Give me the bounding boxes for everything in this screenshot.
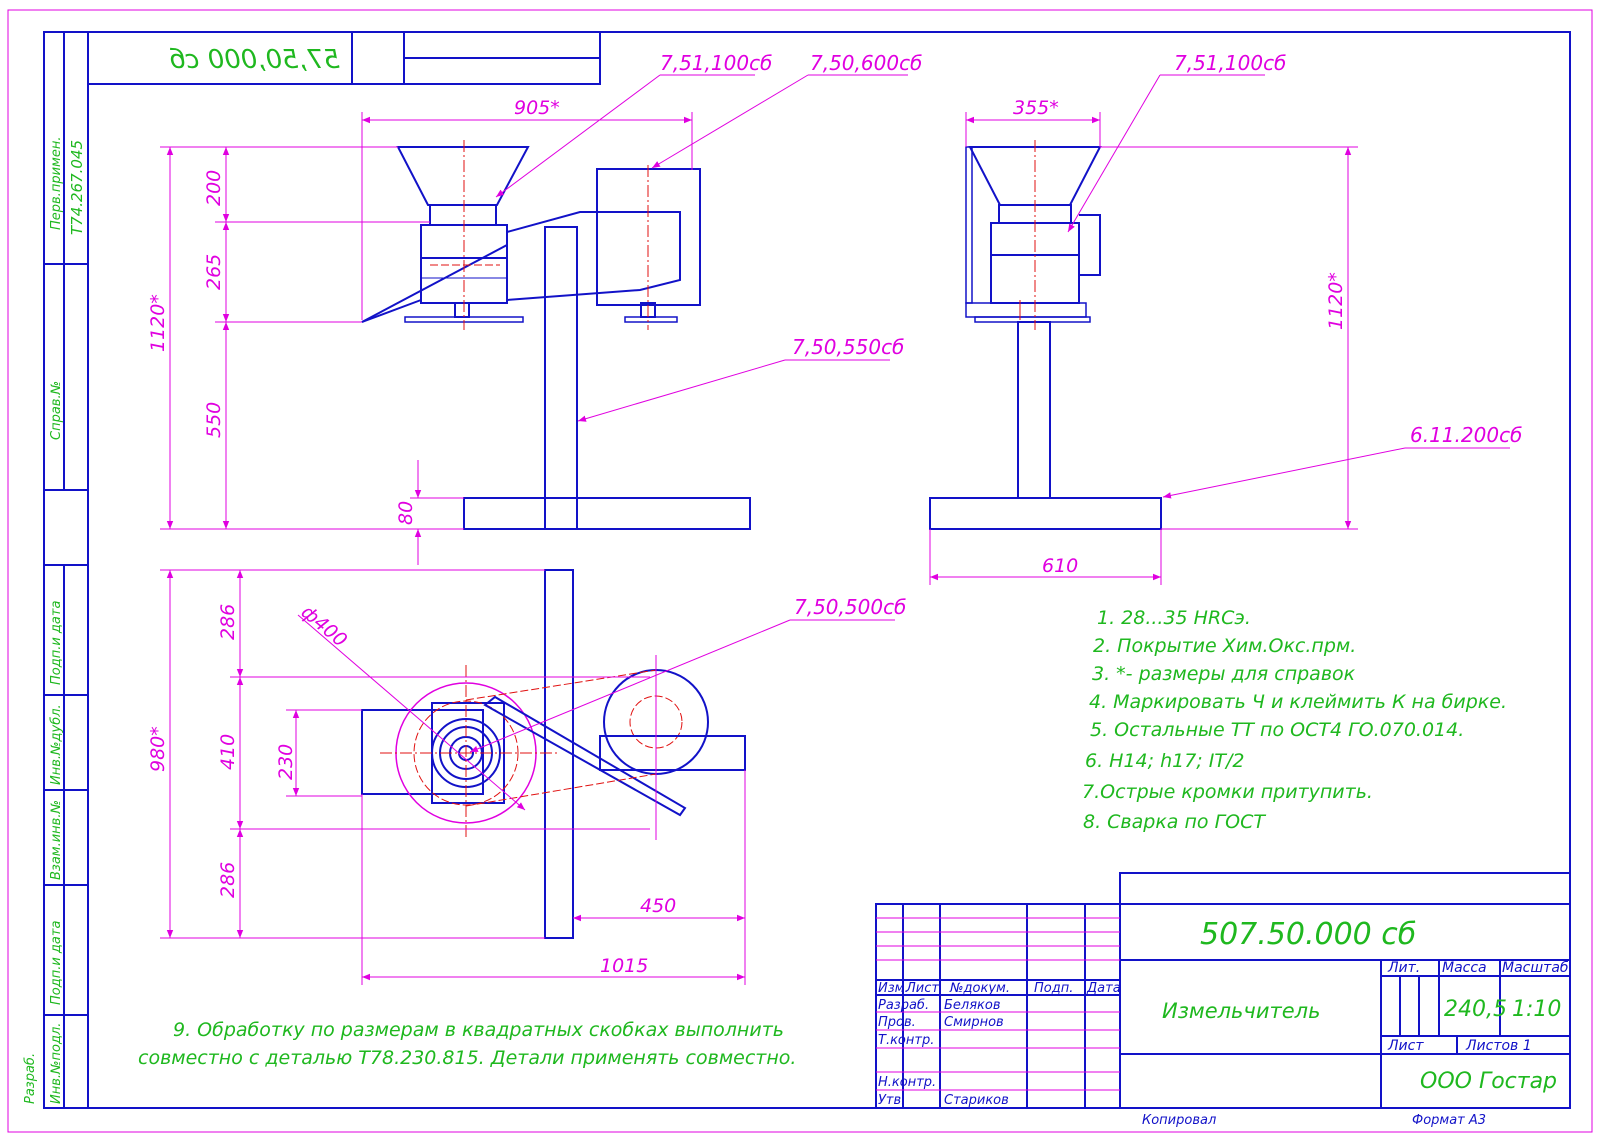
top-stamp: 57,50,000 сб <box>87 31 601 85</box>
tb-sheets-label: Листов 1 <box>1465 1038 1532 1054</box>
dim-286-bottom: 286 <box>217 862 239 898</box>
tb-role-tkontr: Т.контр. <box>878 1033 934 1048</box>
plan-view <box>361 569 746 939</box>
tb-name-utv: Стариков <box>944 1093 1009 1108</box>
note-9-line-2: совместно с деталью Т78.230.815. Детали … <box>138 1047 796 1069</box>
footer-copied: Копировал <box>1142 1113 1216 1128</box>
dim-905: 905* <box>514 97 560 119</box>
callout-7-51-100-side: 7,51,100сб <box>1174 51 1286 75</box>
callouts: 7,51,100сб 7,50,600сб 7,51,100сб 7,50,55… <box>469 51 1522 753</box>
tb-role-prov: Пров. <box>878 1015 916 1030</box>
stamp-podp-data-1: Подп.и дата <box>49 601 64 685</box>
callout-7-51-100-front: 7,51,100сб <box>660 51 772 75</box>
dim-1120-front: 1120* <box>147 294 169 352</box>
side-dimensions: 355* 1120* 610 <box>929 97 1358 585</box>
technical-notes: 1. 28...35 HRCэ. 2. Покрытие Хим.Окс.прм… <box>138 607 1507 1069</box>
title-block: Изм. Лист №докум. Подп. Дата Разраб. Про… <box>875 872 1571 1109</box>
tb-col-dokum: №докум. <box>949 981 1010 996</box>
note-1: 1. 28...35 HRCэ. <box>1097 607 1251 629</box>
dim-450: 450 <box>640 895 676 917</box>
dim-355: 355* <box>1013 97 1059 119</box>
callout-7-50-550: 7,50,550сб <box>792 335 904 359</box>
tb-name-prov: Смирнов <box>944 1015 1004 1030</box>
callout-6-11-200: 6.11.200сб <box>1410 423 1522 447</box>
dim-1120-side: 1120* <box>1325 272 1347 330</box>
note-8: 8. Сварка по ГОСТ <box>1083 811 1266 833</box>
dim-286-top: 286 <box>217 604 239 640</box>
dim-80: 80 <box>395 501 417 525</box>
mirrored-designation: 57,50,000 сб <box>169 45 340 75</box>
tb-scale-label: Масштаб <box>1502 960 1569 976</box>
tb-role-utv: Утв. <box>878 1093 905 1108</box>
note-7: 7.Острые кромки притупить. <box>1082 781 1373 803</box>
front-dimensions: 905* 1120* 200 265 550 80 <box>147 97 693 565</box>
drawing-frame <box>43 31 1571 1109</box>
dim-1015: 1015 <box>600 955 648 977</box>
callout-7-50-600: 7,50,600сб <box>810 51 922 75</box>
tb-title: Измельчитель <box>1162 999 1320 1023</box>
dim-610: 610 <box>1042 555 1078 577</box>
left-stamps: Перв.примен. Т74.267.045 Справ.№ Подп.и … <box>23 32 88 1108</box>
stamp-inv-podl: Инв.№подл. <box>49 1023 64 1104</box>
dim-265: 265 <box>203 254 225 290</box>
front-view <box>361 140 751 530</box>
stamp-sprav: Справ.№ <box>49 381 64 440</box>
note-4: 4. Маркировать Ч и клеймить К на бирке. <box>1089 691 1507 713</box>
trim-border <box>7 9 1593 1133</box>
tb-designation: 507.50.000 сб <box>1200 917 1416 952</box>
note-6: 6. H14; h17; IT/2 <box>1085 750 1244 772</box>
tb-role-razrab: Разраб. <box>878 998 929 1013</box>
tb-col-list: Лист <box>905 981 939 996</box>
tb-scale-value: 1:10 <box>1512 997 1561 1022</box>
dim-550: 550 <box>203 402 225 438</box>
callout-7-50-500: 7,50,500сб <box>794 595 906 619</box>
tb-col-podp: Подп. <box>1034 981 1073 996</box>
stamp-perv-code: Т74.267.045 <box>68 140 86 235</box>
dim-410: 410 <box>217 734 239 770</box>
stamp-inv-dubl: Инв.№дубл. <box>49 704 64 785</box>
note-2: 2. Покрытие Хим.Окс.прм. <box>1093 635 1356 657</box>
dim-phi400: ф400 <box>297 601 351 652</box>
tb-role-nkontr: Н.контр. <box>878 1075 936 1090</box>
tb-sheet-label: Лист <box>1387 1038 1424 1054</box>
side-view <box>929 140 1162 530</box>
stamp-vzam-inv: Взам.инв.№ <box>49 800 64 880</box>
note-3: 3. *- размеры для справок <box>1092 663 1356 685</box>
tb-name-razrab: Беляков <box>944 998 1001 1013</box>
note-5: 5. Остальные ТТ по ОСТ4 ГО.070.014. <box>1090 719 1464 741</box>
tb-mass-label: Масса <box>1442 960 1487 976</box>
tb-lit-label: Лит. <box>1387 960 1420 976</box>
plan-dimensions: 980* 286 410 286 230 ф400 450 1015 <box>147 569 746 985</box>
tb-col-data: Дата <box>1086 981 1121 996</box>
stamp-razrab: Разраб. <box>23 1053 38 1104</box>
tb-mass-value: 240,5 <box>1444 997 1507 1022</box>
tb-org: ООО Гостар <box>1420 1069 1557 1094</box>
dim-980: 980* <box>147 726 169 772</box>
tb-col-izm: Изм. <box>878 981 909 996</box>
stamp-podp-data-2: Подп.и дата <box>49 921 64 1005</box>
note-9-line-1: 9. Обработку по размерам в квадратных ск… <box>173 1019 784 1041</box>
stamp-perv-primen: Перв.примен. <box>49 137 64 230</box>
dim-200: 200 <box>203 170 225 206</box>
dim-230: 230 <box>275 744 297 780</box>
footer-format: Формат А3 <box>1412 1113 1486 1128</box>
